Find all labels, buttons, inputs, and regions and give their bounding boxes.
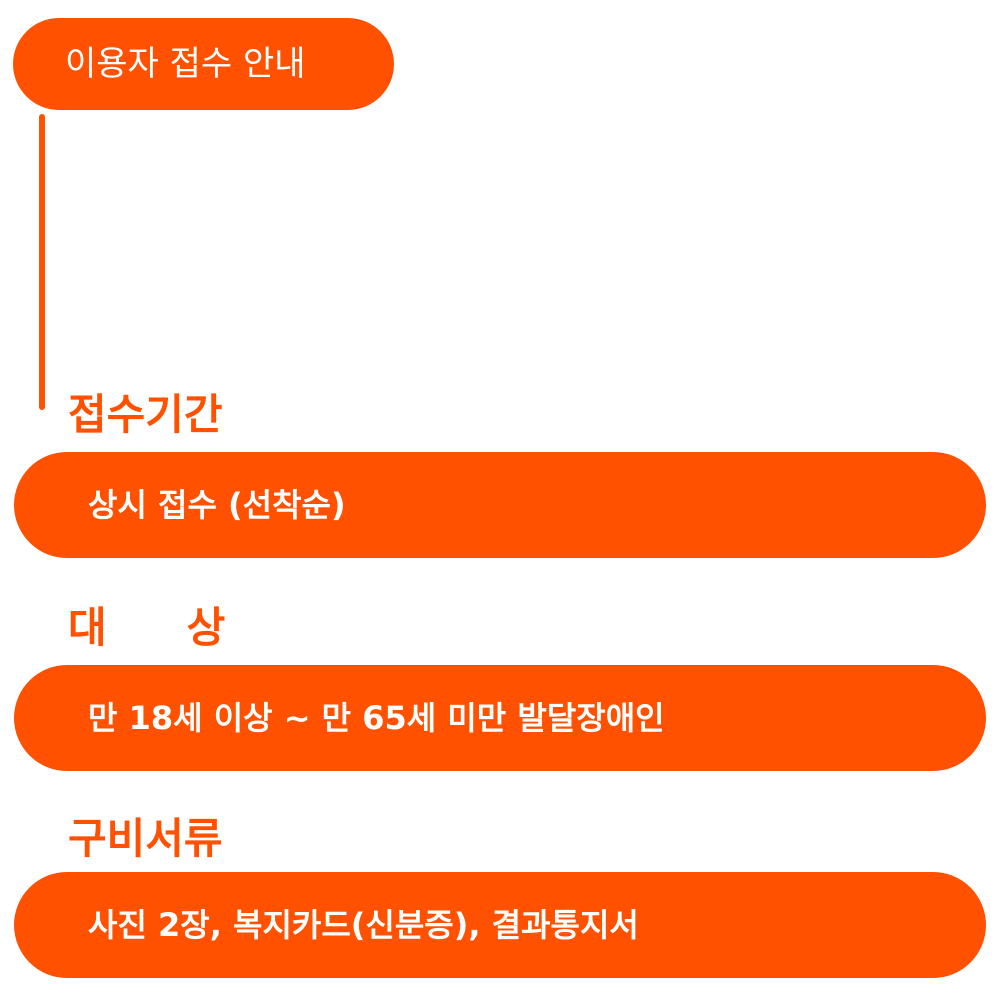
section-content-documents: 사진 2장, 복지카드(신분증), 결과통지서	[14, 872, 986, 978]
connector-line	[39, 114, 45, 410]
section-content-target: 만 18세 이상 ~ 만 65세 미만 발달장애인	[14, 665, 986, 771]
section-heading-documents: 구비서류	[68, 814, 223, 863]
section-heading-target-part1: 대	[68, 603, 107, 652]
section-heading-period: 접수기간	[68, 390, 223, 439]
title-badge: 이용자 접수 안내	[13, 18, 394, 110]
section-heading-target-part2: 상	[186, 603, 226, 652]
section-content-period: 상시 접수 (선착순)	[14, 452, 986, 558]
